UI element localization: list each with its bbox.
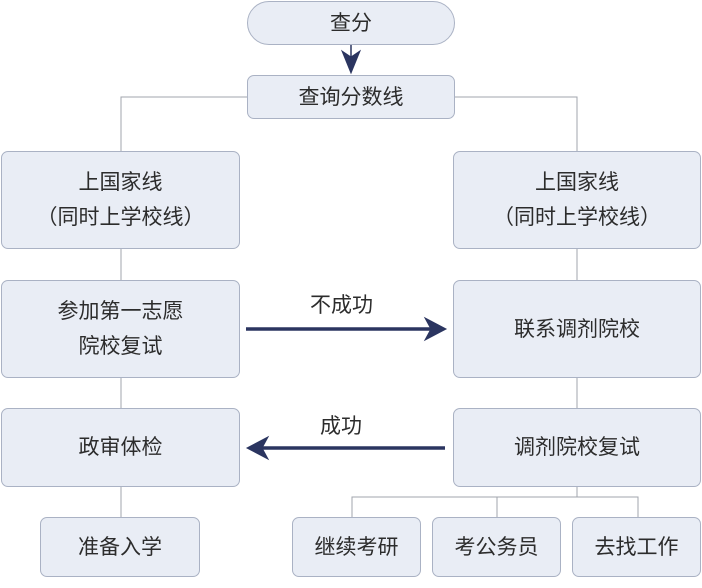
connector-retest-to-options [351, 496, 639, 517]
connector-cutoff-to-right [455, 96, 578, 151]
node-contact-transfer-label: 联系调剂院校 [514, 316, 640, 341]
node-left-national-line: 上国家线 （同时上学校线） [1, 151, 240, 249]
edge-label-fail: 不成功 [310, 293, 373, 317]
node-check-cutoff-label: 查询分数线 [298, 84, 404, 109]
arrow-success-head [245, 435, 270, 461]
edge-label-success: 成功 [320, 414, 362, 438]
node-right-national-line2: （同时上学校线） [493, 205, 661, 229]
node-right-national-line1: 上国家线 [535, 170, 619, 194]
node-political-exam: 政审体检 [1, 408, 240, 487]
node-find-job: 去找工作 [572, 517, 701, 577]
node-first-choice-retest: 参加第一志愿 院校复试 [1, 280, 240, 378]
node-check-score: 查分 [247, 1, 455, 45]
node-continue-exam: 继续考研 [292, 517, 421, 577]
arrow-fail-head [423, 316, 448, 342]
node-transfer-retest-label: 调剂院校复试 [514, 435, 640, 459]
node-first-choice-line2: 院校复试 [78, 334, 163, 358]
node-check-score-label: 查分 [330, 10, 372, 35]
node-contact-transfer: 联系调剂院校 [453, 280, 701, 378]
node-civil-service: 考公务员 [432, 517, 561, 577]
arrow-score-to-cutoff-head [340, 49, 362, 75]
node-continue-exam-label: 继续考研 [314, 534, 399, 559]
node-political-exam-label: 政审体检 [78, 435, 163, 459]
node-enroll: 准备入学 [40, 517, 200, 577]
node-civil-service-label: 考公务员 [454, 534, 539, 559]
node-enroll-label: 准备入学 [78, 534, 162, 559]
node-find-job-label: 去找工作 [594, 534, 679, 559]
node-left-national-line1: 上国家线 [78, 170, 163, 194]
node-right-national-line: 上国家线 （同时上学校线） [453, 151, 701, 249]
node-transfer-retest: 调剂院校复试 [453, 408, 701, 487]
node-check-cutoff: 查询分数线 [247, 75, 455, 119]
node-first-choice-line1: 参加第一志愿 [57, 299, 184, 323]
connector-cutoff-to-left [120, 96, 247, 151]
node-left-national-line2: （同时上学校线） [36, 205, 205, 229]
